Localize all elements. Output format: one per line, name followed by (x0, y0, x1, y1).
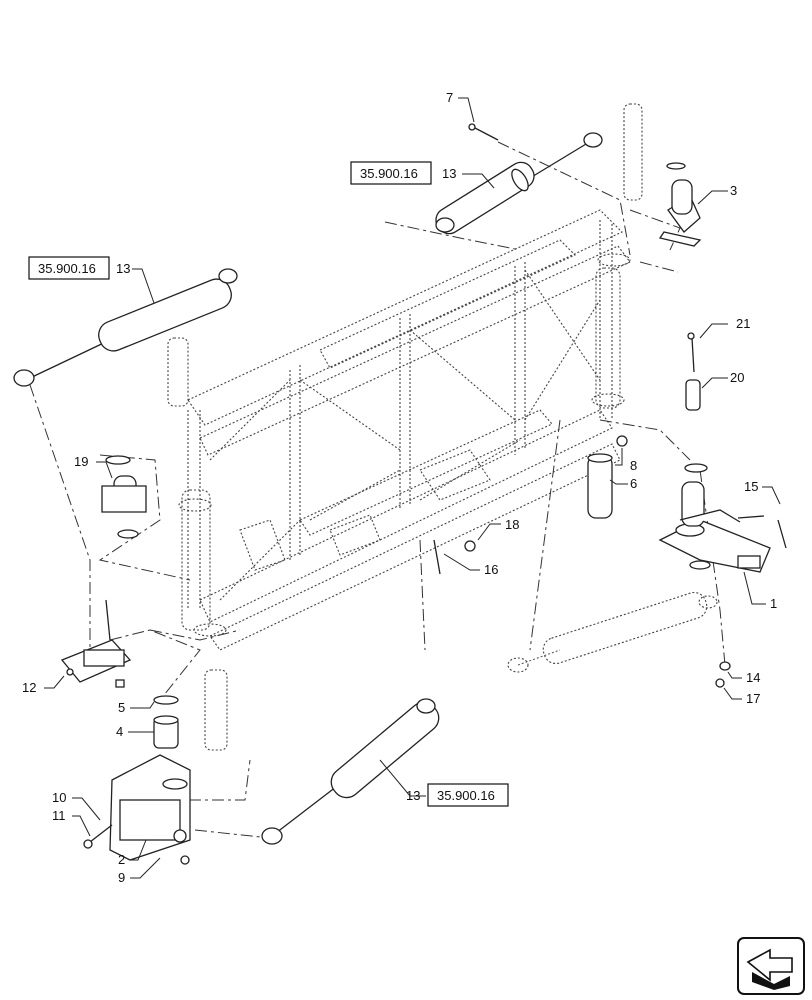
washer-14 (719, 661, 731, 671)
bolt-15 (737, 515, 787, 549)
bushing-4 (153, 715, 179, 749)
callout-17: 17 (746, 691, 760, 706)
callout-19: 19 (74, 454, 88, 469)
reference-35-900-16-left[interactable]: 35.900.16 (28, 256, 110, 280)
callout-6: 6 (630, 476, 637, 491)
bracket-2 (109, 754, 191, 861)
nut-18 (464, 540, 476, 552)
callout-3: 3 (730, 183, 737, 198)
boom-frame (187, 209, 631, 651)
callout-9: 9 (118, 870, 125, 885)
leader-lines (44, 97, 781, 879)
callout-2: 2 (118, 852, 125, 867)
nut-9 (180, 855, 190, 865)
callout-14: 14 (746, 670, 760, 685)
callout-5: 5 (118, 700, 125, 715)
callout-20: 20 (730, 370, 744, 385)
callout-13-top: 13 (442, 166, 456, 181)
washer-5 (153, 695, 179, 705)
reference-35-900-16-bottom[interactable]: 35.900.16 (427, 783, 509, 807)
callout-13-bottom: 13 (406, 788, 420, 803)
callout-7: 7 (446, 90, 453, 105)
callout-4: 4 (116, 724, 123, 739)
callout-10: 10 (52, 790, 66, 805)
pin-6 (587, 453, 613, 519)
bolt-7 (468, 123, 499, 141)
next-page-arrow-icon[interactable] (737, 937, 805, 995)
assembly-centerlines (29, 141, 726, 839)
hydraulic-cylinder-right (507, 591, 718, 673)
callout-12: 12 (22, 680, 36, 695)
reference-label: 35.900.16 (437, 788, 495, 803)
hydraulic-cylinder-left (13, 268, 238, 387)
callout-13-left: 13 (116, 261, 130, 276)
reference-label: 35.900.16 (38, 261, 96, 276)
hydraulic-cylinder-bottom (261, 698, 440, 845)
reference-label: 35.900.16 (360, 166, 418, 181)
pivot-bracket-1 (658, 463, 771, 573)
callout-15: 15 (744, 479, 758, 494)
bushing-20 (685, 379, 701, 411)
callout-1: 1 (770, 596, 777, 611)
reference-35-900-16-top[interactable]: 35.900.16 (350, 161, 432, 185)
hydraulic-cylinder-top (435, 132, 603, 235)
bracket-19 (101, 455, 147, 539)
callout-18: 18 (505, 517, 519, 532)
callout-11: 11 (52, 808, 66, 823)
callout-16: 16 (484, 562, 498, 577)
callout-21: 21 (736, 316, 750, 331)
nut-17 (715, 678, 725, 688)
bolt-11 (83, 824, 113, 849)
callout-labels: 7 13 3 13 21 20 19 8 6 15 18 16 1 12 14 … (22, 90, 777, 885)
bolt-16 (433, 539, 441, 575)
clamp-12 (60, 599, 132, 688)
callout-8: 8 (630, 458, 637, 473)
nut-8 (616, 435, 628, 447)
bolt-21 (687, 332, 695, 373)
upright-posts (167, 103, 643, 751)
bracket-3 (658, 162, 702, 247)
